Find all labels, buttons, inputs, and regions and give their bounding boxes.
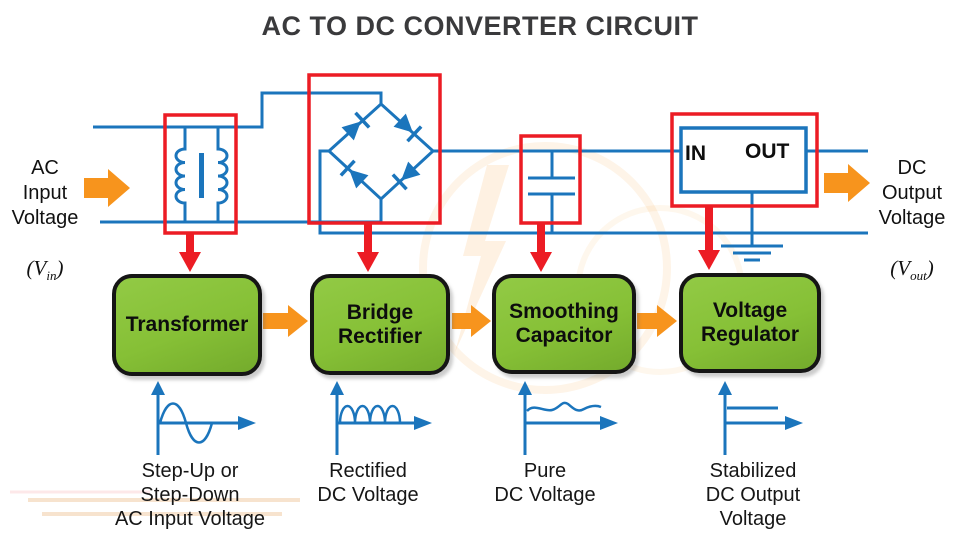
pointer-arrow-bridge-icon (357, 223, 379, 272)
wire-dc-negative-rail (318, 149, 868, 235)
pointer-arrows (179, 206, 720, 272)
waveform-rectified-humps-icon (330, 381, 432, 455)
diode-top-right-icon (393, 113, 423, 143)
highlight-box-regulator (670, 112, 819, 208)
dc-output-label-lines: DC Output Voltage (878, 157, 946, 229)
bridge-rectifier-symbol (326, 101, 436, 202)
waveform-dc-ripple-icon (518, 381, 618, 455)
vin-symbol: (Vin) (26, 256, 64, 283)
waveform-ac-sine-icon (151, 381, 256, 455)
highlight-box-bridge (307, 73, 442, 225)
regulator-in-label: IN (685, 142, 706, 165)
highlight-boxes (163, 73, 819, 235)
caption-bridge-rectifier: Rectified DC Voltage (317, 460, 419, 506)
pointer-arrow-regulator-icon (698, 206, 720, 270)
regulator-chip-body (679, 126, 808, 194)
pointer-arrow-capacitor-icon (530, 223, 552, 272)
waveforms (151, 381, 803, 455)
capacitor-symbol (528, 151, 575, 233)
ground-icon (721, 192, 783, 262)
output-flow-arrow-icon (824, 164, 870, 202)
diode-bottom-right-icon (391, 161, 421, 191)
wire-ac-top (93, 91, 383, 129)
flow-arrows (84, 164, 870, 337)
regulator-out-label: OUT (745, 140, 790, 163)
watermark (10, 142, 745, 516)
vout-symbol: (Vout) (890, 256, 934, 283)
block-bridge-rectifier: Bridge Rectifier (310, 274, 450, 375)
diode-top-left-icon (341, 111, 371, 141)
secondary-coil (216, 127, 229, 222)
page-title: AC TO DC CONVERTER CIRCUIT (261, 11, 699, 41)
block-transformer: Transformer (112, 274, 262, 376)
caption-voltage-regulator: Stabilized DC Output Voltage (705, 460, 801, 530)
highlight-box-transformer (163, 113, 238, 235)
caption-transformer: Step-Up or Step-Down AC Input Voltage (114, 460, 266, 530)
ac-input-label-lines: AC Input Voltage (11, 157, 79, 229)
flow-arrow-2-icon (452, 305, 491, 337)
highlight-box-capacitor (519, 134, 582, 225)
diode-bottom-left-icon (339, 159, 369, 189)
input-flow-arrow-icon (84, 169, 130, 207)
block-voltage-regulator: Voltage Regulator (679, 273, 821, 373)
block-smoothing-capacitor: Smoothing Capacitor (492, 274, 636, 374)
primary-coil (174, 127, 187, 222)
transformer-symbol (174, 127, 229, 222)
caption-smoothing-capacitor: Pure DC Voltage (494, 460, 596, 506)
waveform-flat-dc-icon (718, 381, 803, 455)
lightning-bolt-watermark-icon (455, 165, 509, 352)
ac-input-label: AC Input Voltage (Vin) (0, 131, 95, 283)
flow-arrow-3-icon (637, 305, 677, 337)
pointer-arrow-transformer-icon (179, 233, 201, 272)
flow-arrow-1-icon (263, 305, 308, 337)
dc-output-label: DC Output Voltage (Vout) (862, 131, 960, 283)
wires (93, 91, 868, 235)
